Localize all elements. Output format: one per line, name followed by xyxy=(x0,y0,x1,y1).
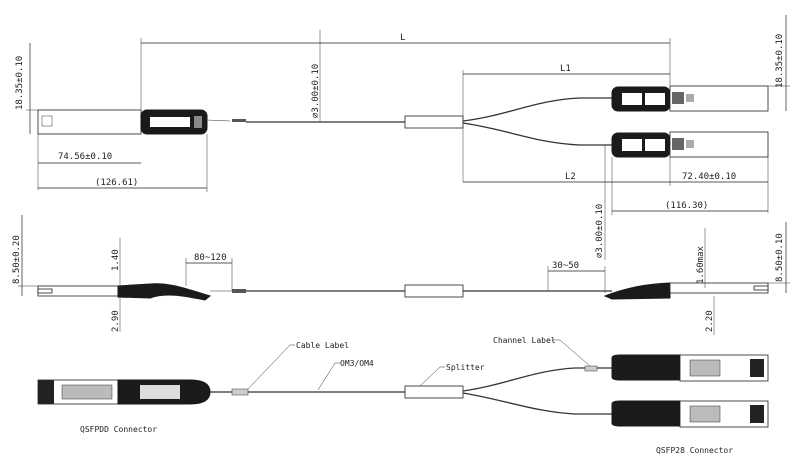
qsfpdd-connector-side xyxy=(37,283,246,301)
qsfp28-connector-top-1 xyxy=(611,85,769,112)
product-illustration: Cable Label OM3/OM4 Splitter Channel Lab… xyxy=(37,336,769,455)
dim-qsfpdd-length: 74.56±0.10 xyxy=(58,152,112,162)
callout-qsfp28-connector: QSFP28 Connector xyxy=(656,446,733,455)
dim-cable-diameter-1: ∅3.00±0.10 xyxy=(311,64,321,118)
dim-qsfp28-length: 72.40±0.10 xyxy=(682,172,736,182)
dim-80-120: 80~120 xyxy=(194,253,227,263)
dim-qsfpdd-total: (126.61) xyxy=(95,178,138,188)
qsfpdd-connector-top xyxy=(37,109,246,135)
splitter-illustration xyxy=(404,385,464,399)
dim-1-60-max: 1.60max xyxy=(696,245,706,284)
dim-qsfp28-total: (116.30) xyxy=(665,201,708,211)
qsfp28-connector-side xyxy=(603,282,769,300)
callout-om: OM3/OM4 xyxy=(340,359,374,368)
dim-2-20: 2.20 xyxy=(705,310,715,332)
callout-channel-label: Channel Label xyxy=(493,336,556,345)
dim-1-40: 1.40 xyxy=(111,249,121,271)
side-view: 8.50±0.20 1.40 2.90 80~120 30~50 1.60max… xyxy=(12,215,790,335)
callout-qsfpdd-connector: QSFPDD Connector xyxy=(80,425,157,434)
dim-side-right-height: 8.50±0.10 xyxy=(775,233,785,282)
qsfpdd-connector-illustration xyxy=(37,379,211,405)
dim-L: L xyxy=(400,33,405,43)
qsfp28-connector-top-2 xyxy=(611,131,769,158)
splitter-side xyxy=(404,284,464,298)
dim-left-height: 18.35±0.10 xyxy=(15,56,25,110)
dim-L2: L2 xyxy=(565,172,576,182)
callout-splitter: Splitter xyxy=(446,363,485,372)
qsfp28-connector-illustration-1 xyxy=(611,354,769,382)
dim-30-50: 30~50 xyxy=(552,261,579,271)
dim-2-90: 2.90 xyxy=(111,310,121,332)
callout-cable-label: Cable Label xyxy=(296,341,349,350)
top-view: L L1 L2 72.40±0.10 (116.30) 74.56±0.10 (… xyxy=(15,15,790,260)
dim-cable-diameter-2: ∅3.00±0.10 xyxy=(595,204,605,258)
dim-side-left-height: 8.50±0.20 xyxy=(12,235,22,284)
dim-right-height: 18.35±0.10 xyxy=(775,34,785,88)
dim-L1: L1 xyxy=(560,64,571,74)
splitter-top xyxy=(404,115,464,129)
qsfp28-connector-illustration-2 xyxy=(611,400,769,428)
